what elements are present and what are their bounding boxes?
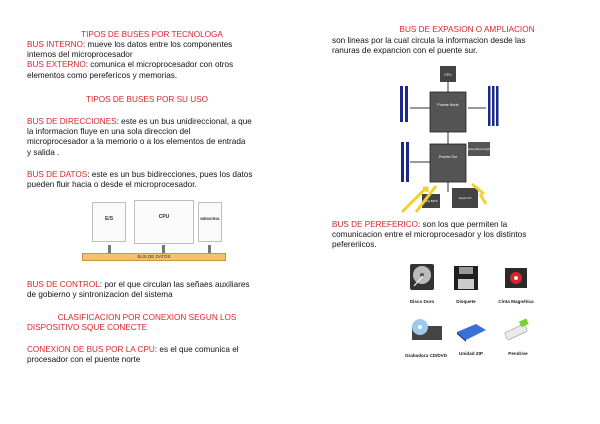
memoria-box: MEMORIA (198, 202, 222, 242)
graphics-label: Tarjeta gráfica integrada (465, 147, 493, 151)
bus-datos-diagram: E/S CPU MEMORIA BUS DE DATOS (76, 200, 228, 264)
pci-slot-bar (401, 142, 404, 182)
bios-label: Chip BIOS (424, 199, 437, 203)
superio-label: Super I/O (459, 196, 473, 200)
ram-slot-bar (405, 86, 408, 122)
magnetic-tape-icon (505, 268, 527, 288)
pendrive-icon (504, 318, 529, 340)
bus-datos-block: BUS DE DATOS: este es un bus bidireccion… (27, 170, 295, 190)
pereferico-block: BUS DE PEREFERICO: son los que permiten … (332, 220, 594, 251)
heading-conexion-2: DISPOSITIVO SQUE CONECTE (27, 323, 148, 332)
bus-pereferico-text: : son los que permiten la (418, 220, 508, 229)
cinta-magnetica: Cinta Magnética (492, 264, 540, 304)
bus-control-text-2: de gobierno y sintronizacion del sistema (27, 290, 173, 300)
cpu-label: CPU (444, 73, 452, 77)
cpu-chip (440, 66, 456, 82)
arrow-icon (471, 182, 485, 196)
es-connector (108, 245, 111, 253)
bus-datos-text: : este es un bus bidirecciones, pues los… (87, 170, 253, 179)
memoria-connector (208, 245, 211, 253)
bus-direcciones-label: BUS DE DIRECCIONES (27, 117, 117, 126)
pendrive: Pendrive (500, 318, 536, 356)
disco-duro: Disco Duro (404, 262, 440, 304)
cpu-connector (162, 245, 165, 253)
bus-direcciones-text-3: microprocesador a la memorio o a los ele… (27, 137, 246, 147)
south-bridge (429, 143, 467, 183)
expansion-block: son lineas por la cual circula la inform… (332, 36, 594, 56)
north-bridge (429, 91, 467, 133)
bus-interno-label: BUS INTERNO (27, 40, 83, 49)
grabadora-label: Grabadora CD/DVD (404, 353, 448, 358)
unidad-zip: Unidad ZIP (452, 318, 490, 356)
arrow-icon (400, 186, 429, 214)
expansion-text-1: son lineas por la cual circula la inform… (332, 36, 526, 45)
bus-pereferico-text-3: pefereriicos. (332, 240, 377, 250)
hard-disk-icon (410, 264, 434, 290)
bus-direcciones-text-2: la informacion fluye en una sola direcci… (27, 127, 191, 137)
bus-direcciones-text: : este es un bus unidireccional, a que (116, 117, 252, 126)
bus-cpu-block: CONEXION DE BUS POR LA CPU: es el que co… (27, 345, 295, 365)
ram-slot-bar (400, 86, 403, 122)
arrow-icon (414, 185, 438, 213)
disco-duro-label: Disco Duro (409, 299, 435, 304)
memory-slot-bar (488, 86, 491, 126)
bus-externo-label: BUS EXTERNO (27, 60, 86, 70)
arrow-icon (478, 193, 488, 205)
south-bridge-label: Puente Sur (439, 155, 458, 159)
bus-interno-block: BUS INTERNO: mueve los datos entre los c… (27, 40, 295, 81)
bus-datos-text-2: pueden fluir hacia o desde el microproce… (27, 180, 197, 190)
bus-datos-label: BUS DE DATOS (27, 170, 88, 179)
bus-cpu-text-2: procesador con el puente norte (27, 355, 141, 365)
heading-uso: TIPOS DE BUSES POR SU USO (86, 95, 208, 104)
expansion-text-2: ranuras de expancion con el puente sur. (332, 46, 478, 56)
bus-control-label: BUS DE CONTROL (27, 280, 100, 289)
heading-conexion-1: CLASIFICACION POR CONEXION SEGUN LOS (57, 313, 237, 322)
bus-interno-text: : mueve los datos entre los componentes (82, 40, 233, 49)
bus-direcciones-block: BUS DE DIRECCIONES: este es un bus unidi… (27, 117, 295, 158)
heading-tecnologia: TIPOS DE BUSES POR TECNOLOGA (81, 30, 223, 39)
cd-dvd-drive-icon (412, 319, 442, 340)
motherboard-diagram: CPU Puente Norte Tarjeta gráfica integra… (400, 66, 499, 214)
bus-externo-text: : comunica el microprocesador con otros (85, 60, 234, 70)
cinta-magnetica-label: Cinta Magnética (498, 299, 534, 304)
disquete: Disquete (450, 264, 482, 304)
cpu-box: CPU (134, 200, 194, 244)
bus-datos-bar: BUS DE DATOS (82, 253, 226, 261)
bus-control-block: BUS DE CONTROL: por el que circulan las … (27, 280, 295, 300)
heading-expansion: BUS DE EXPASION O AMPLIACION (399, 25, 535, 34)
grabadora: Grabadora CD/DVD (398, 318, 454, 358)
floppy-disk-icon (454, 266, 478, 290)
bus-interno-text-2: internos del microprocesador (27, 50, 133, 60)
bus-cpu-text: : es el que comunica el (154, 345, 239, 354)
bus-direcciones-text-4: y salida . (27, 147, 60, 157)
memory-slot-bar (496, 86, 499, 126)
es-box: E/S (92, 202, 126, 242)
bus-pereferico-text-2: comunicacion entre el microprocesador y … (332, 230, 527, 240)
bus-externo-text-2: elementos como pereferícos y memorias. (27, 70, 178, 80)
pci-slot-bar (406, 142, 409, 182)
superio-chip (452, 188, 478, 208)
bus-cpu-label: CONEXION DE BUS POR LA CPU (27, 345, 155, 354)
unidad-zip-label: Unidad ZIP (459, 351, 483, 356)
zip-drive-icon (457, 324, 486, 342)
pendrive-label: Pendrive (508, 351, 528, 356)
disquete-label: Disquete (456, 299, 476, 304)
graphics-chip (468, 142, 490, 156)
bus-control-text: : por el que circulan las señaes auxilia… (99, 280, 250, 289)
bus-pereferico-label: BUS DE PEREFERICO (332, 220, 418, 229)
north-bridge-label: Puente Norte (437, 103, 458, 107)
memory-slot-bar (492, 86, 495, 126)
